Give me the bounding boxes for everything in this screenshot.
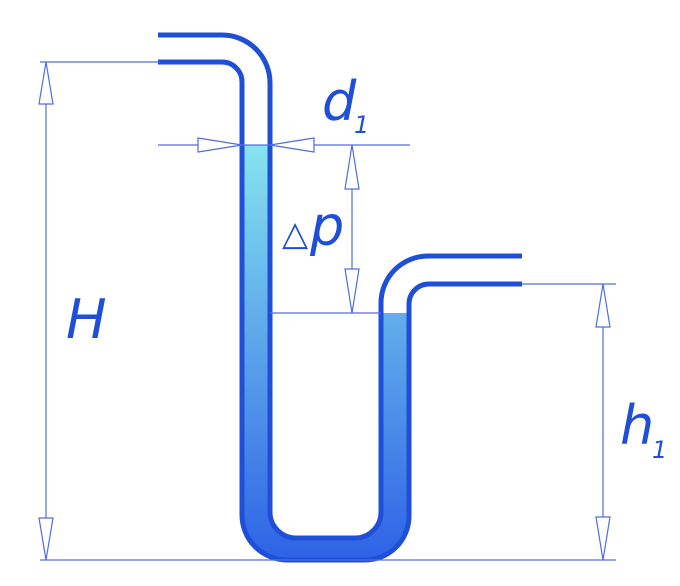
arrow-up-icon bbox=[595, 283, 611, 328]
arrow-up-icon bbox=[38, 61, 54, 105]
liquid-fill bbox=[242, 145, 410, 560]
label-h-subscript: 1 bbox=[652, 436, 667, 464]
dimension-arrows bbox=[38, 61, 611, 561]
tube-outer-wall bbox=[158, 32, 273, 145]
label-h: h bbox=[620, 394, 654, 457]
label-H: H bbox=[66, 288, 107, 351]
arrow-down-icon bbox=[344, 268, 360, 314]
arrow-right-icon bbox=[197, 137, 243, 153]
dimension-lines bbox=[40, 61, 616, 561]
label-d: d bbox=[322, 70, 357, 133]
label-p: p bbox=[309, 195, 344, 258]
tube-left-wall bbox=[158, 59, 522, 563]
label-delta: △ bbox=[282, 214, 309, 254]
arrow-up-icon bbox=[344, 144, 360, 190]
label-d-subscript: 1 bbox=[354, 111, 369, 139]
arrow-left-icon bbox=[269, 137, 315, 153]
arrow-down-icon bbox=[38, 517, 54, 561]
arrow-down-icon bbox=[595, 516, 611, 561]
tube-inner-wall bbox=[267, 145, 522, 541]
